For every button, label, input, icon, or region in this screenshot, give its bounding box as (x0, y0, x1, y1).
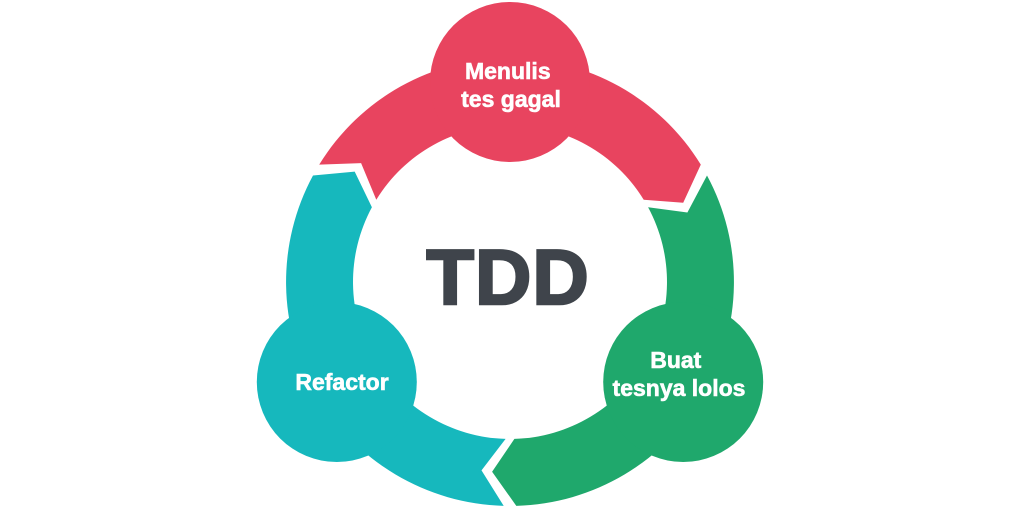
label-line: Refactor (295, 369, 388, 395)
arc-menulis-tes-gagal-to-buat-tesnya-lolos (319, 57, 701, 203)
label-menulis-tes-gagal: Menulis tes gagal (461, 58, 561, 112)
label-line: Menulis (465, 58, 551, 84)
node-menulis-tes-gagal (430, 2, 590, 162)
label-line: tes gagal (461, 86, 561, 112)
label-refactor: Refactor (295, 369, 388, 395)
node-buat-tesnya-lolos (603, 302, 764, 462)
label-line: Buat (650, 347, 701, 373)
label-buat-tesnya-lolos: Buat tesnya lolos (613, 347, 746, 401)
label-line: tesnya lolos (613, 375, 746, 401)
node-refactor (256, 302, 417, 462)
center-label: TDD (426, 233, 589, 321)
